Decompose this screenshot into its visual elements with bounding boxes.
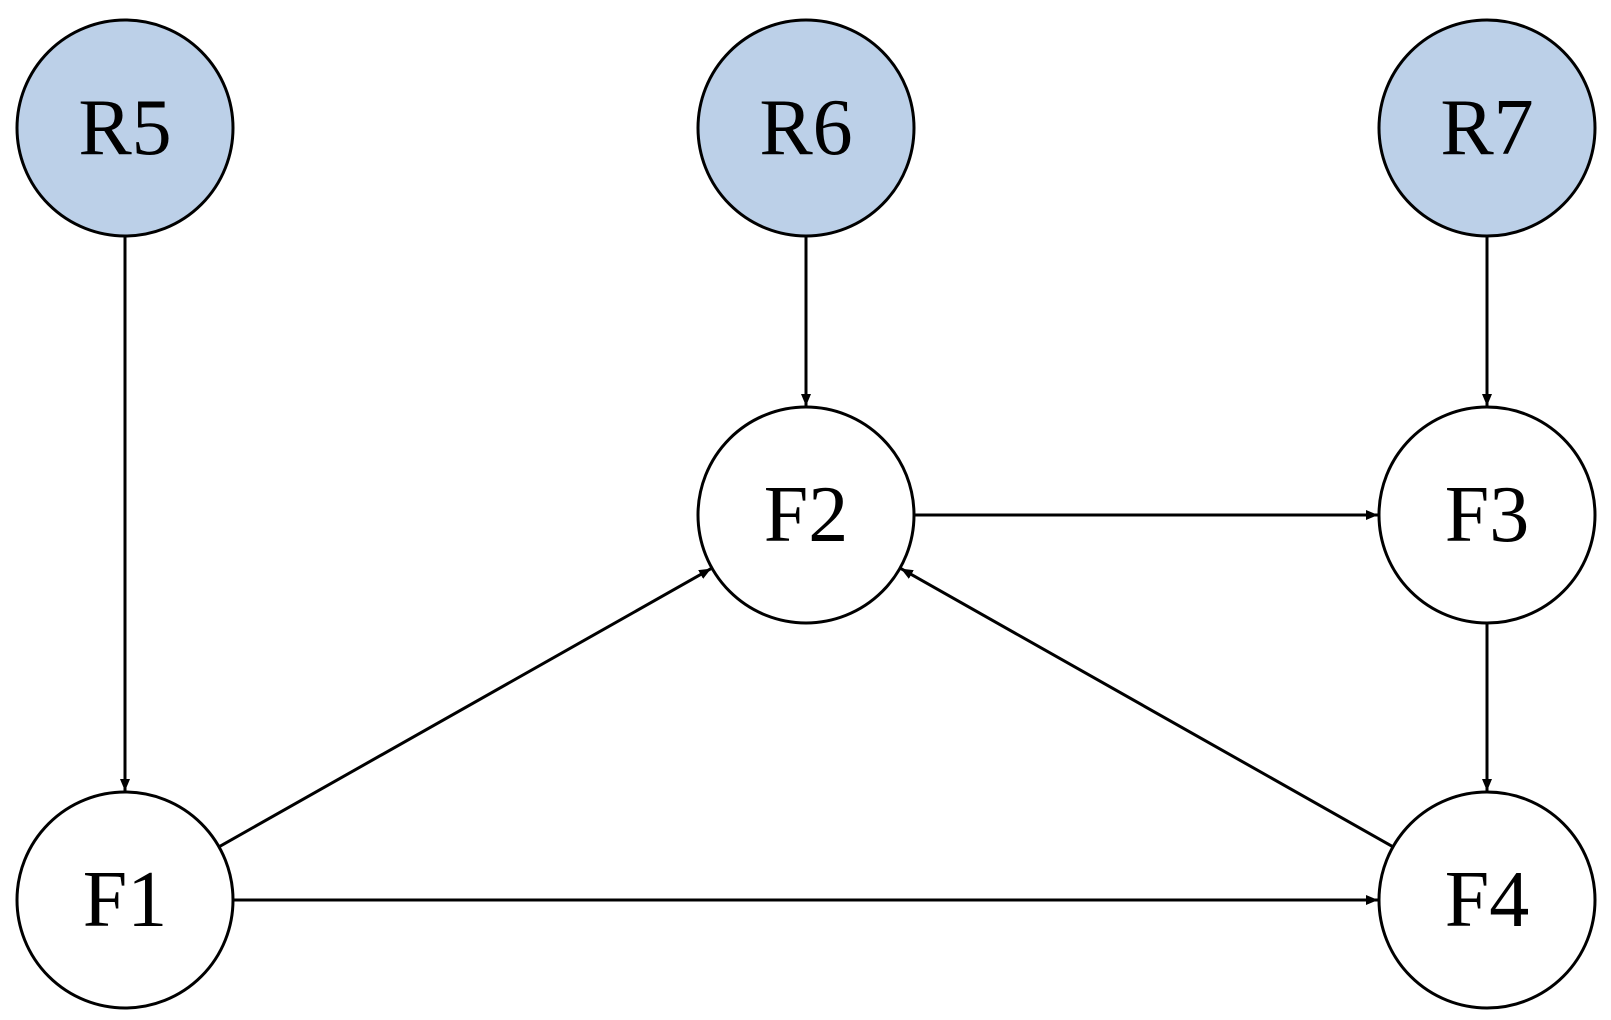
node-f3: F3 <box>1377 405 1597 625</box>
edge-f1-to-f2 <box>218 567 712 849</box>
node-circle <box>1377 790 1597 1010</box>
node-label: R6 <box>759 84 852 172</box>
edges <box>120 236 1492 905</box>
node-circle <box>1377 18 1597 238</box>
node-r7: R7 <box>1377 18 1597 238</box>
node-label: R7 <box>1440 84 1533 172</box>
node-f1: F1 <box>15 790 235 1010</box>
node-circle <box>15 18 235 238</box>
node-r5: R5 <box>15 18 235 238</box>
node-label: F3 <box>1445 471 1530 559</box>
node-label: F2 <box>764 471 849 559</box>
node-circle <box>15 790 235 1010</box>
node-label: F1 <box>83 856 168 944</box>
node-circle <box>696 18 916 238</box>
edge-f4-to-f2 <box>900 567 1394 849</box>
node-label: F4 <box>1445 856 1530 944</box>
node-circle <box>1377 405 1597 625</box>
node-r6: R6 <box>696 18 916 238</box>
node-label: R5 <box>78 84 171 172</box>
node-f4: F4 <box>1377 790 1597 1010</box>
node-circle <box>696 405 916 625</box>
node-f2: F2 <box>696 405 916 625</box>
